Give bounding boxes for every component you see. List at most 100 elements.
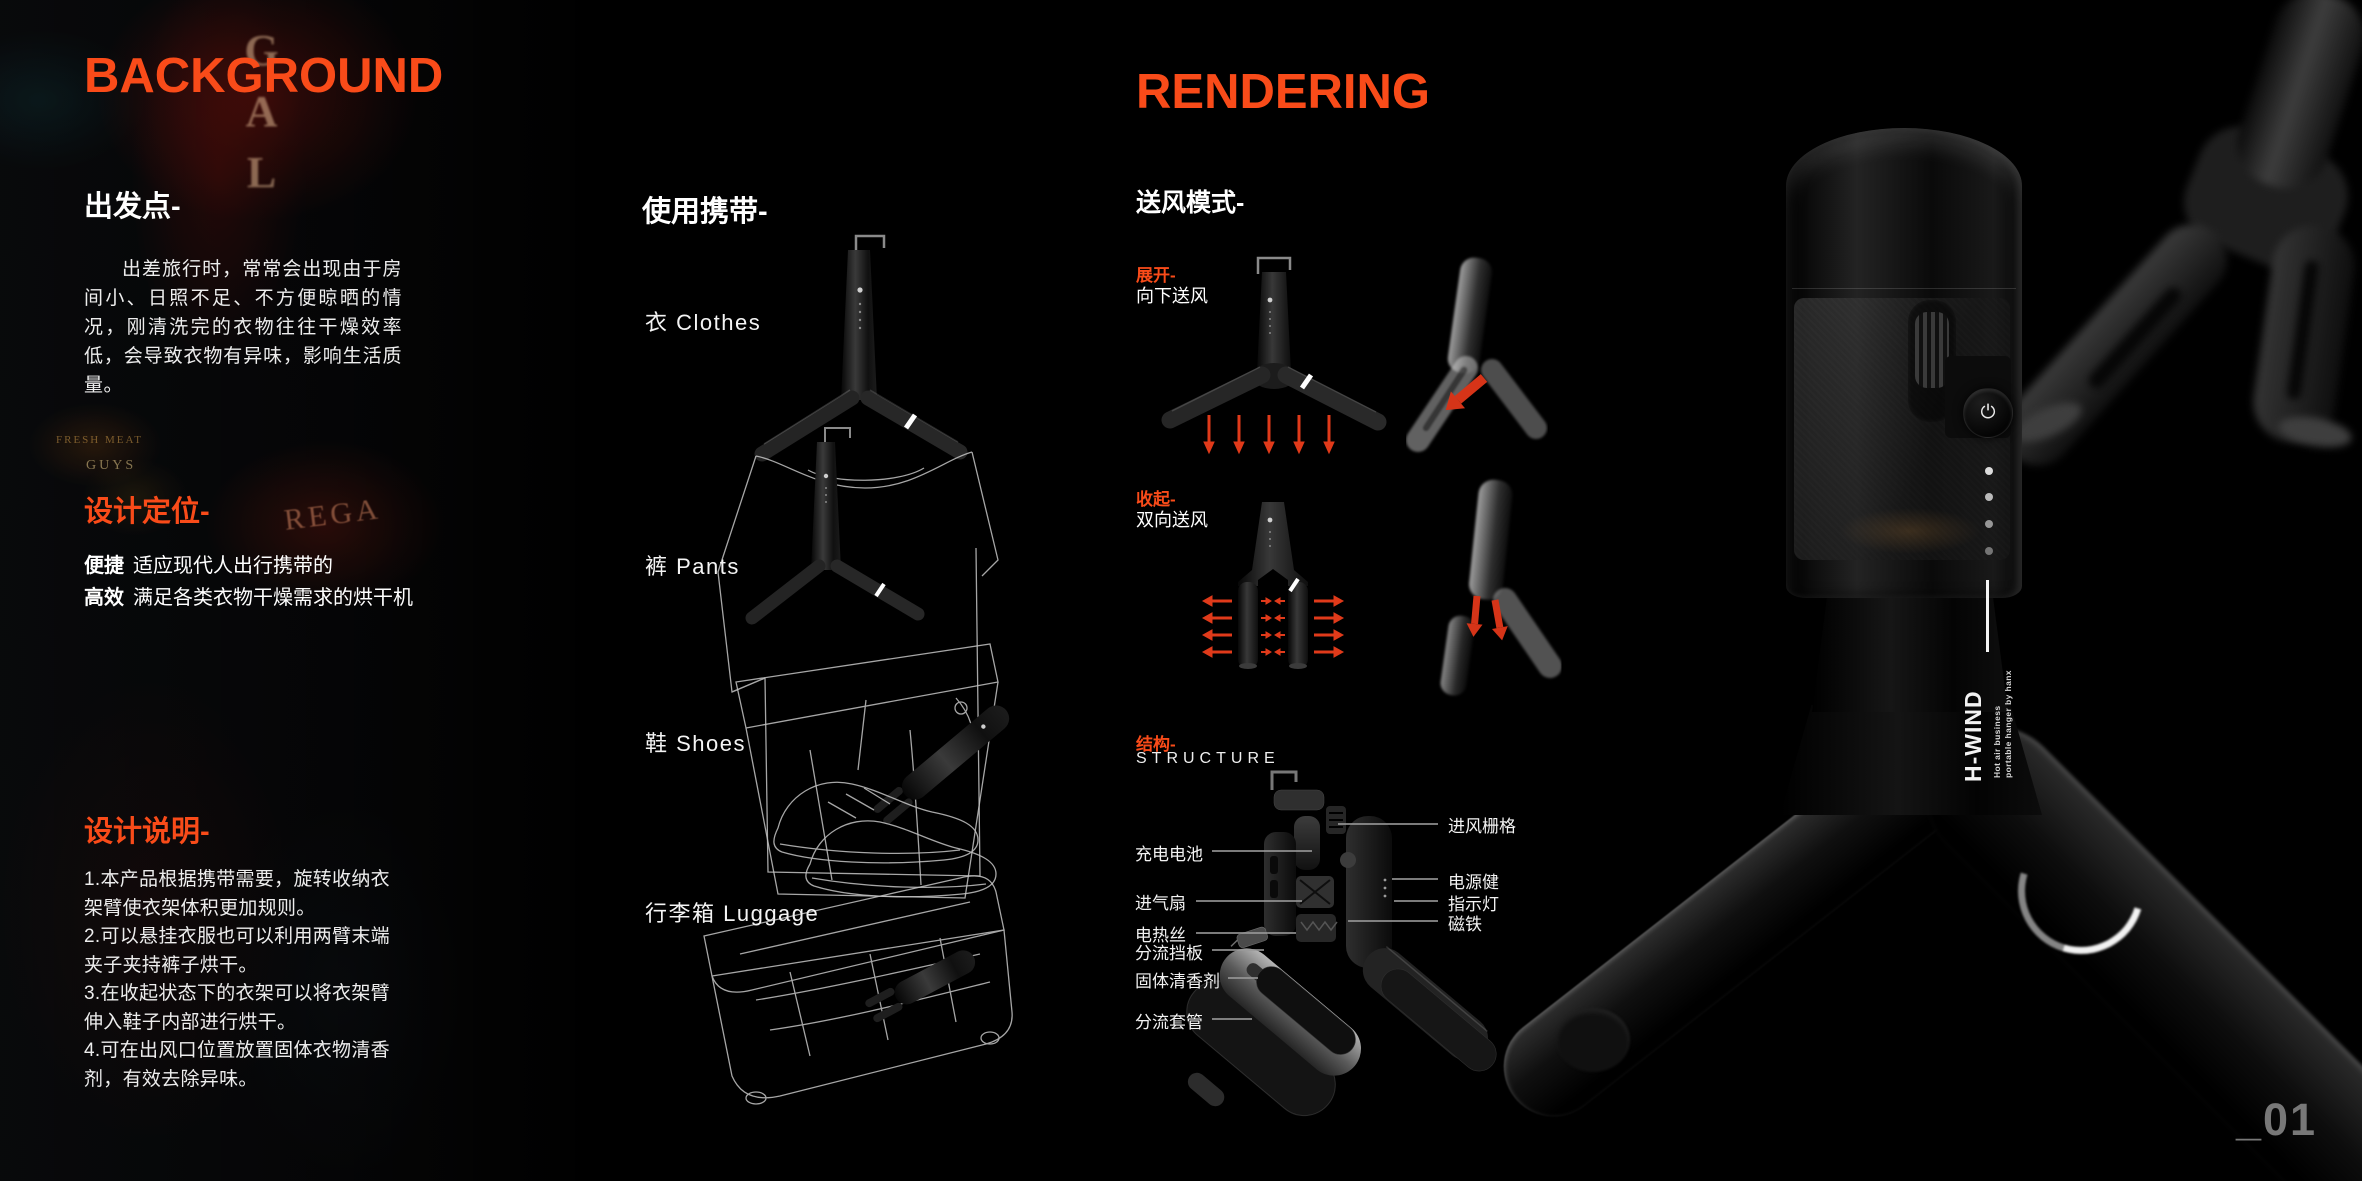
neon-sign-fresh-meat: FRESH MEAT: [56, 434, 143, 446]
positioning-line: 高效满足各类衣物干燥需求的烘干机: [84, 582, 413, 614]
background-title: BACKGROUND: [84, 49, 444, 103]
carry-item-clothes: 衣 Clothes: [645, 310, 762, 335]
brand-tagline: Hot air business: [1992, 705, 2002, 778]
part-left-shell: [1264, 832, 1296, 936]
positioning-lines: 便捷适应现代人出行携带的 高效满足各类衣物干燥需求的烘干机: [84, 550, 413, 615]
origin-body: 出差旅行时，常常会出现由于房间小、日照不足、不方便晾晒的情况，刚清洗完的衣物往往…: [84, 259, 402, 396]
mode-open-name: 展开-: [1136, 266, 1176, 285]
note-item: 4.可在出风口位置放置固体衣物清香剂，有效去除异味。: [84, 1040, 390, 1090]
callout-intake-grille: 进风栅格: [1448, 817, 1516, 836]
mode-open-ghost-render: [1406, 257, 1547, 452]
callout-line: [1348, 920, 1438, 922]
mode-folded-desc: 双向送风: [1136, 510, 1208, 530]
heater-glow: [1840, 508, 1980, 554]
part-inner-tube: [1256, 966, 1356, 1055]
part-heater: [1296, 914, 1338, 942]
callout-diverter-sleeve: 分流套管: [1135, 1013, 1203, 1032]
airflow-arrow: [1466, 595, 1483, 637]
callout-line: [1338, 823, 1438, 825]
callout-diverter-baffle: 分流挡板: [1135, 944, 1203, 963]
hanger-device-luggage: [865, 950, 976, 1023]
positioning-desc: 满足各类衣物干燥需求的烘干机: [133, 587, 413, 610]
part-hook: [1270, 770, 1298, 790]
part-fan: [1296, 876, 1334, 908]
indicator-led: [1985, 467, 1993, 475]
tshirt-outline: [717, 451, 999, 877]
neon-sign-guys: GUYS: [86, 458, 137, 473]
positioning-term: 高效: [84, 587, 124, 610]
shoes-outline: [773, 781, 997, 898]
down-arrows: [1203, 415, 1335, 455]
carry-item-luggage: 行李箱 Luggage: [645, 901, 820, 926]
part-grille: [1326, 806, 1346, 834]
part-right-shell: [1340, 816, 1392, 968]
callout-line: [1212, 850, 1312, 852]
part-cap: [1273, 789, 1325, 811]
hanger-device-pants: [745, 427, 925, 625]
mode-folded-illustration: [1201, 502, 1345, 669]
callout-power-button: 电源健: [1448, 873, 1499, 892]
rendering-title: RENDERING: [1136, 65, 1431, 119]
brand-name: H-WIND: [1960, 690, 1986, 782]
callout-line: [1394, 900, 1438, 902]
indicator-led: [1985, 547, 1993, 555]
note-item: 1.本产品根据携带需要，旋转收纳衣架臂使衣架体积更加规则。: [84, 869, 390, 919]
structure-exploded-view: [1186, 770, 1497, 1117]
callout-intake-fan: 进气扇: [1135, 894, 1186, 913]
structure-subheading: STRUCTURE: [1136, 750, 1280, 767]
callout-solid-fragrance: 固体清香剂: [1135, 972, 1220, 991]
positioning-term: 便捷: [84, 555, 124, 577]
carry-item-pants: 裤 Pants: [645, 554, 740, 579]
neon-sign-vertical: GAL: [237, 26, 286, 209]
notes-heading: 设计说明-: [84, 816, 210, 848]
positioning-heading: 设计定位-: [84, 496, 210, 528]
note-item: 3.在收起状态下的衣架可以将衣架臂伸入鞋子内部进行烘干。: [84, 983, 390, 1033]
mode-folded-ghost-render: [1440, 479, 1562, 696]
airflow-arrow: [1445, 374, 1488, 411]
mode-open-illustration: [1161, 256, 1387, 455]
grip-ribs: [1915, 312, 1949, 388]
bidirectional-arrows: [1201, 595, 1345, 658]
part-baffle: [1230, 926, 1268, 948]
hanger-neck: [1812, 592, 2008, 712]
city-night-photo: [0, 0, 790, 1181]
hanger-junction: [1780, 705, 2042, 815]
callout-line: [1212, 1018, 1252, 1020]
mode-open-desc: 向下送风: [1136, 286, 1208, 306]
mode-folded-name: 收起-: [1136, 490, 1176, 509]
callout-line: [1212, 949, 1264, 951]
callout-magnet: 磁铁: [1448, 915, 1482, 934]
pants-outline: [735, 643, 999, 899]
brand-taglines: Hot air business portable hanger by hanx: [1992, 658, 2015, 778]
carry-illustrations: [703, 234, 1013, 1105]
carry-heading: 使用携带-: [642, 196, 768, 228]
note-item: 2.可以悬挂衣服也可以利用两臂末端夹子夹持裤子烘干。: [84, 926, 390, 976]
brand-tagline: portable hanger by hanx: [2003, 670, 2014, 778]
brand-label: H-WIND: [1960, 686, 1987, 782]
ghost-arm-cap: [2276, 411, 2354, 453]
callout-line: [1228, 977, 1258, 979]
power-icon: ⏻: [1980, 402, 1996, 423]
luggage-outline: [703, 875, 1013, 1105]
origin-heading: 出发点-: [84, 191, 181, 223]
callout-line: [1196, 900, 1302, 902]
callout-battery: 充电电池: [1135, 845, 1203, 864]
callout-line: [1392, 878, 1438, 880]
callout-indicator-light: 指示灯: [1448, 895, 1499, 914]
arm-vent-tip: [1556, 1008, 1630, 1072]
callout-heating-wire: 电热丝: [1135, 926, 1186, 945]
part-battery: [1294, 816, 1320, 870]
callout-line: [1196, 932, 1296, 934]
page-number: _01: [2236, 1094, 2318, 1145]
part-clip: [1187, 1072, 1225, 1107]
positioning-line: 便捷适应现代人出行携带的: [84, 550, 413, 582]
airflow-arrow: [1491, 599, 1508, 641]
carry-item-shoes: 鞋 Shoes: [645, 731, 746, 756]
ghost-device-body: [2226, 0, 2362, 200]
hanger-device-shoes: [873, 705, 1010, 825]
indicator-led: [1985, 493, 1993, 501]
indicator-led: [1985, 520, 1993, 528]
airflow-heading: 送风模式-: [1136, 189, 1245, 217]
body-seam-line: [1792, 288, 2016, 289]
